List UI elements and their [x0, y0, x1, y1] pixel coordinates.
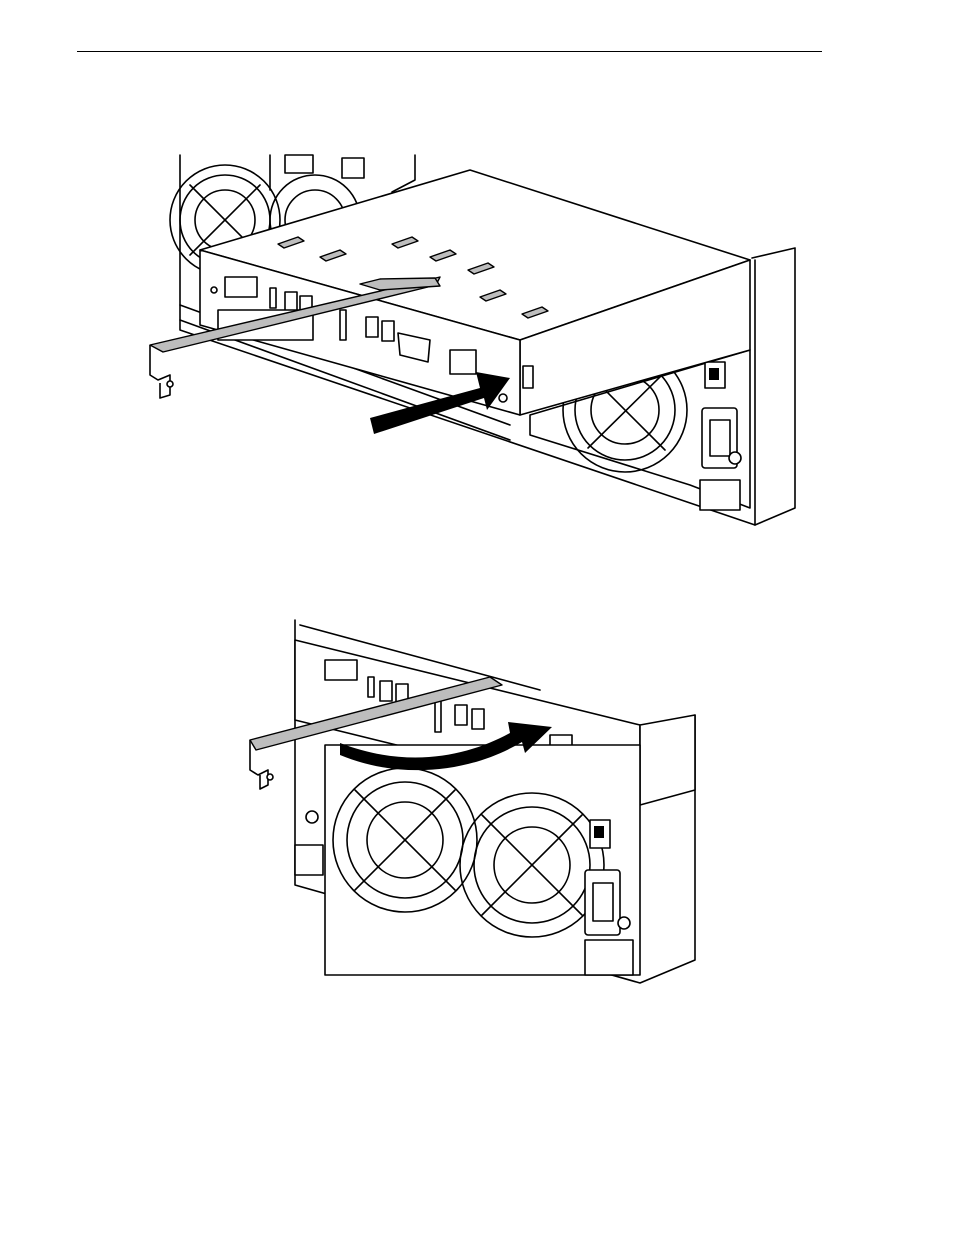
sfp-port-icon — [455, 705, 467, 725]
chassis-side — [752, 248, 795, 525]
led-indicator — [368, 677, 374, 697]
chassis-edge-top — [392, 155, 415, 192]
sfp-port-icon — [472, 709, 484, 729]
sfp-port-icon — [285, 292, 297, 312]
latch-hook — [150, 345, 170, 398]
thumbscrew-icon — [306, 811, 318, 823]
serial-port-icon — [285, 155, 313, 173]
serial-port-icon — [225, 277, 257, 297]
thumbscrew-icon — [729, 452, 741, 464]
controller-module-side — [640, 715, 695, 805]
latch-hook-hole — [267, 774, 273, 780]
psu-handle — [585, 940, 633, 975]
faceplate-screw — [211, 287, 217, 293]
led-indicator — [270, 288, 276, 308]
sfp-port-icon — [380, 681, 392, 701]
ethernet-port-icon — [450, 350, 476, 374]
latch-close-illustration — [240, 605, 705, 995]
serial-port-icon — [325, 660, 357, 680]
header-rule — [77, 51, 822, 52]
module-latch-catch — [523, 366, 533, 388]
thumbscrew-icon — [618, 917, 630, 929]
sfp-port-icon — [366, 317, 378, 337]
latch-hook-hole — [167, 381, 173, 387]
latch-close-drawing — [240, 605, 705, 995]
faceplate-screw — [499, 394, 507, 402]
sfp-port-icon — [382, 321, 394, 341]
psu-handle — [295, 845, 323, 875]
led-indicator — [435, 700, 441, 732]
psu-handle — [700, 480, 740, 510]
ethernet-port-icon — [342, 158, 364, 178]
controller-insert-illustration — [130, 140, 800, 530]
controller-insert-drawing — [130, 140, 800, 530]
led-indicator — [340, 310, 346, 340]
